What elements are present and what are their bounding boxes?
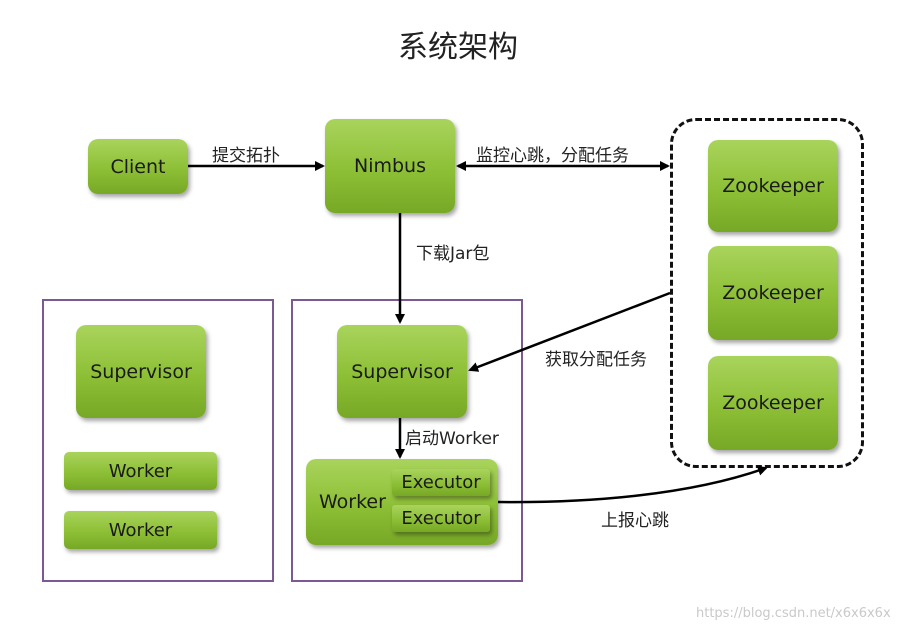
label-download-jar: 下载Jar包 (416, 244, 490, 264)
label-report-heartbeat: 上报心跳 (601, 511, 669, 531)
supervisor-group-left (42, 299, 274, 582)
nimbus-node: Nimbus (325, 119, 455, 213)
arrow-zookeeper-supervisor (468, 291, 671, 372)
diagram-title: 系统架构 (398, 30, 518, 65)
worker-main-label: Worker (319, 491, 386, 513)
supervisor-group-main (291, 299, 523, 582)
executor-node-2: Executor (392, 505, 490, 532)
worker-node-left-1: Worker (64, 452, 217, 490)
zookeeper-node-3: Zookeeper (708, 356, 838, 450)
supervisor-node-main: Supervisor (337, 325, 467, 418)
label-submit-topology: 提交拓扑 (212, 146, 280, 166)
watermark: https://blog.csdn.net/x6x6x6x (696, 606, 891, 621)
zookeeper-node-1: Zookeeper (708, 140, 838, 232)
zookeeper-node-2: Zookeeper (708, 246, 838, 340)
client-node: Client (88, 139, 188, 194)
label-heartbeat-assign: 监控心跳，分配任务 (476, 146, 629, 166)
supervisor-node-left: Supervisor (76, 325, 206, 418)
worker-node-left-2: Worker (64, 511, 217, 549)
label-fetch-tasks: 获取分配任务 (545, 350, 647, 370)
arrow-worker-zookeeper (497, 465, 768, 504)
executor-node-1: Executor (392, 469, 490, 496)
label-start-worker: 启动Worker (405, 429, 499, 449)
